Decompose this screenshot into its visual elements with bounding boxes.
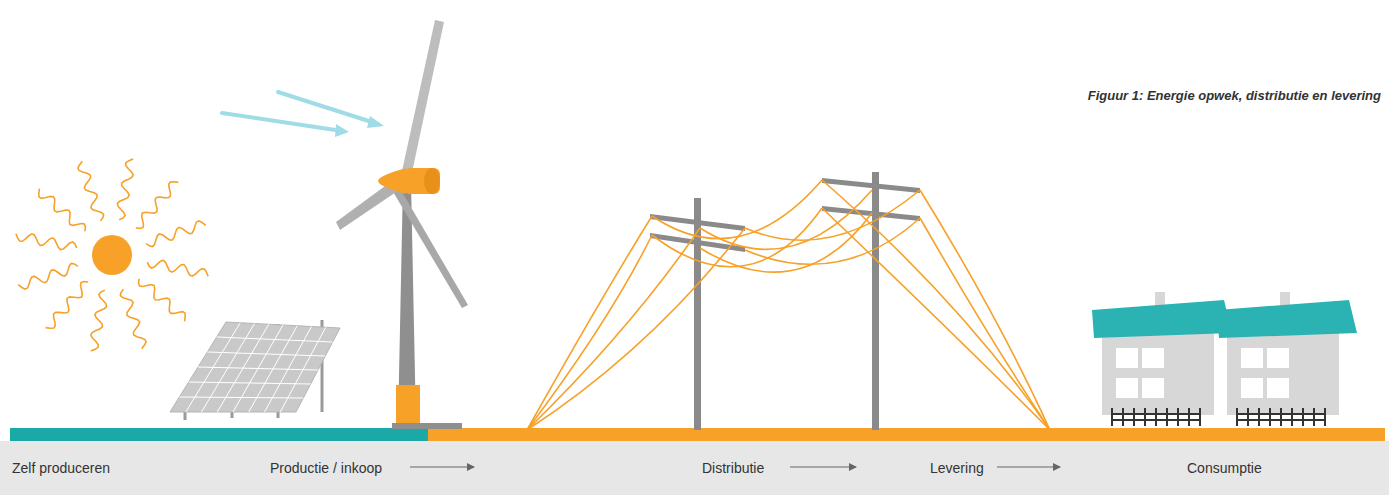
sun-ray — [39, 189, 86, 232]
solar-panel — [170, 320, 340, 420]
power-poles — [650, 172, 920, 430]
houses — [1092, 292, 1357, 426]
sun-ray — [139, 279, 186, 322]
fence-post — [1269, 408, 1271, 426]
wind-turbine — [336, 20, 468, 429]
sun-ray — [136, 182, 179, 229]
fence-post — [1177, 408, 1179, 426]
panel-grid-line — [179, 397, 303, 398]
sun-ray — [46, 282, 89, 329]
sun — [92, 235, 132, 275]
fence-post — [1166, 408, 1168, 426]
panel-grid-line — [198, 367, 318, 370]
stage-label: Productie / inkoop — [270, 460, 382, 476]
sun-ray — [16, 234, 77, 250]
fence-post — [1302, 408, 1304, 426]
wind-arrows — [222, 92, 378, 131]
figure-caption: Figuur 1: Energie opwek, distributie en … — [1088, 88, 1381, 103]
teal-ground — [10, 428, 428, 441]
sun-ray — [120, 289, 146, 349]
sun-ray — [78, 161, 104, 221]
label-band — [0, 441, 1389, 495]
sun-ray — [91, 290, 107, 351]
fence-post — [1324, 408, 1326, 426]
fence-post — [1280, 408, 1282, 426]
sun-ray — [18, 263, 78, 289]
fence-post — [1199, 408, 1201, 426]
sun-ray — [146, 221, 206, 247]
fence-post — [1236, 408, 1238, 426]
fence-post — [1144, 408, 1146, 426]
fence-post — [1133, 408, 1135, 426]
stage-label: Levering — [930, 460, 984, 476]
fence-post — [1155, 408, 1157, 426]
fence-post — [1258, 408, 1260, 426]
sun-rays — [16, 159, 208, 351]
stage-label: Zelf produceren — [12, 460, 110, 476]
sun-ray — [117, 159, 133, 220]
sun-ray — [147, 260, 208, 276]
stage-label: Consumptie — [1187, 460, 1262, 476]
power-wires — [527, 180, 1050, 430]
stage-label: Distributie — [702, 460, 764, 476]
fence-post — [1291, 408, 1293, 426]
wind-arrowheads — [335, 116, 384, 137]
fence-post — [1247, 408, 1249, 426]
fence-post — [1188, 408, 1190, 426]
panel-grid-line — [217, 337, 333, 342]
fence-post — [1111, 408, 1113, 426]
orange-ground — [428, 428, 1385, 441]
fence-post — [1122, 408, 1124, 426]
fence-post — [1313, 408, 1315, 426]
panel-grid-line — [189, 382, 311, 384]
panel-grid-line — [207, 352, 325, 356]
